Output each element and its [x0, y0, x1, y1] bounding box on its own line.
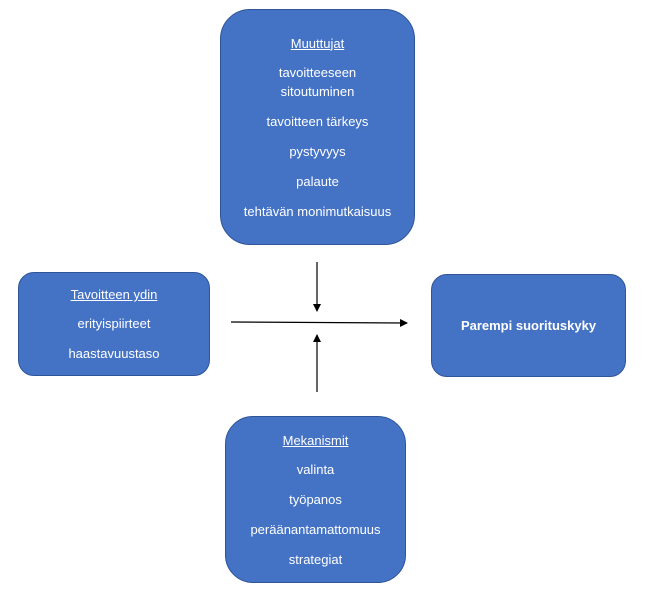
parempi-suorituskyky-title: Parempi suorituskyky: [460, 318, 597, 333]
mekanismit-item: peräänantamattomuus: [250, 521, 381, 537]
muuttujat-item: pystyvyys: [289, 143, 346, 159]
mekanismit-item: työpanos: [289, 491, 342, 507]
tavoitteen-ydin-title: Tavoitteen ydin: [70, 287, 158, 302]
box-parempi-suorituskyky: Parempi suorituskyky: [431, 274, 626, 377]
mekanismit-title: Mekanismit: [282, 432, 349, 448]
tavoitteen-ydin-item: haastavuustaso: [68, 346, 160, 361]
arrow-core-to-performance: [230, 318, 408, 327]
muuttujat-item: tavoitteen tärkeys: [266, 113, 369, 129]
box-muuttujat: Muuttujat tavoitteeseen sitoutuminen tav…: [220, 9, 415, 245]
muuttujat-item: tavoitteeseen sitoutuminen: [278, 64, 357, 99]
box-mekanismit: Mekanismit valinta työpanos peräänantama…: [225, 416, 406, 583]
muuttujat-title: Muuttujat: [290, 35, 345, 51]
mekanismit-item: valinta: [296, 461, 335, 477]
box-tavoitteen-ydin: Tavoitteen ydin erityispiirteet haastavu…: [18, 272, 210, 376]
muuttujat-item: palaute: [296, 173, 339, 189]
muuttujat-item: tehtävän monimutkaisuus: [243, 203, 392, 219]
tavoitteen-ydin-item: erityispiirteet: [77, 316, 151, 331]
mekanismit-item: strategiat: [288, 551, 343, 567]
